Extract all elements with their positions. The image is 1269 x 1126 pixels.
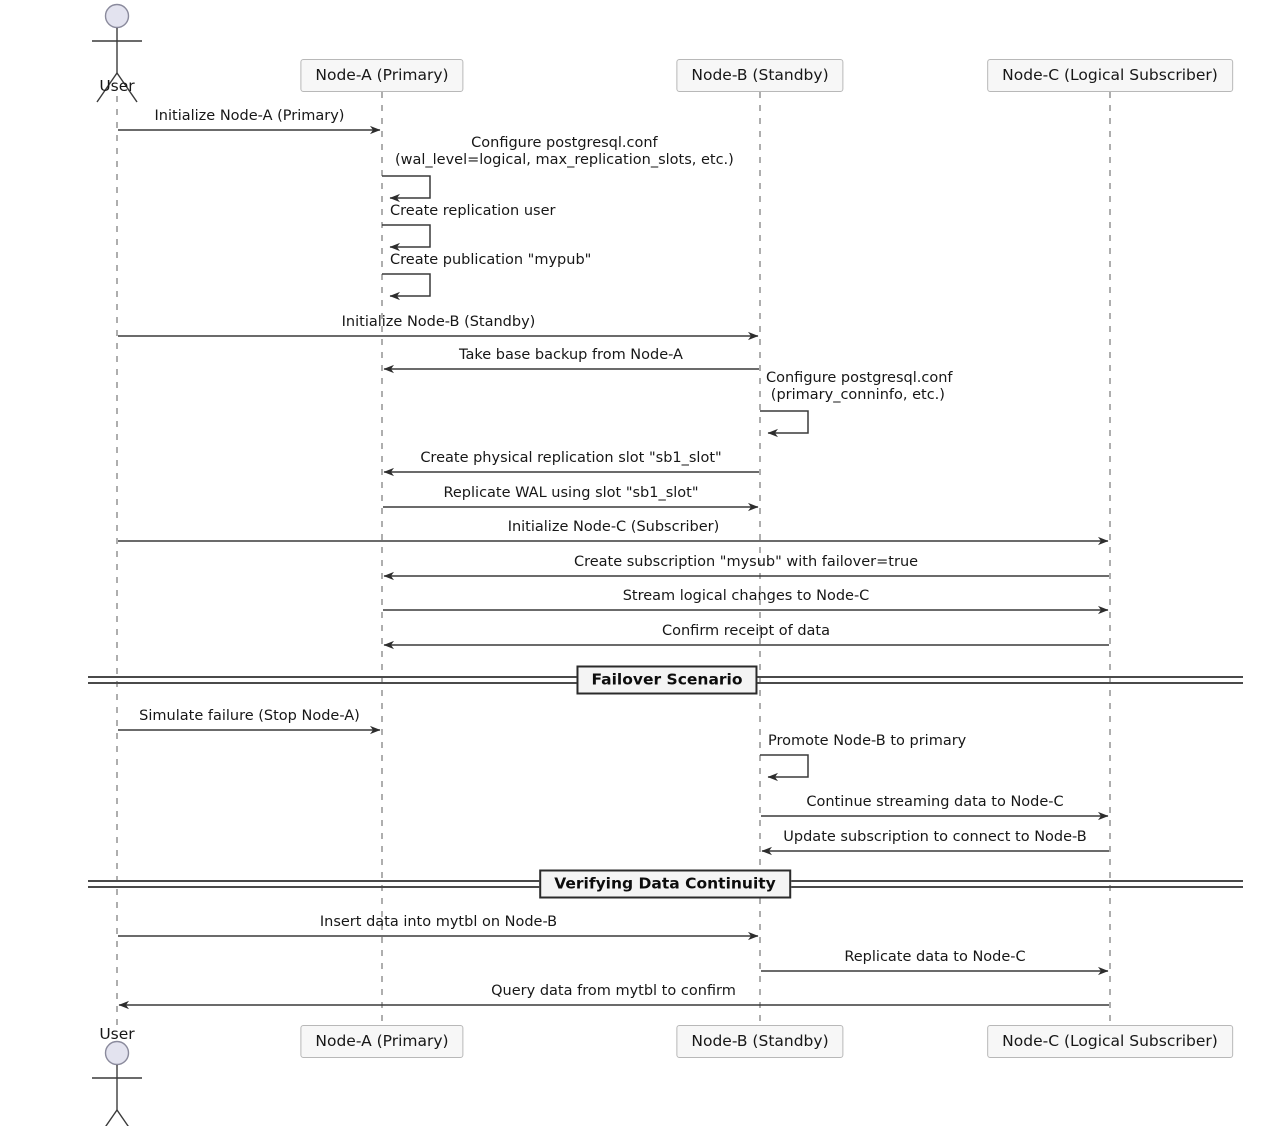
message-label: Create replication user [390, 203, 556, 219]
message-label: Take base backup from Node-A [459, 347, 683, 363]
self-message-arrow [760, 410, 809, 438]
message-label: Confirm receipt of data [662, 623, 830, 639]
message-label-line2: (wal_level=logical, max_replication_slot… [394, 152, 734, 168]
message-label-line1: Configure postgresql.conf [471, 135, 658, 151]
self-message-arrow [382, 175, 431, 203]
message-label: Continue streaming data to Node-C [806, 794, 1064, 810]
message-label: Create publication "mypub" [390, 252, 592, 268]
message-label: Replicate data to Node-C [844, 949, 1026, 965]
message-label: Insert data into mytbl on Node-B [319, 914, 558, 930]
actor-figures-group [92, 3, 142, 1126]
actor-label-user-top[interactable]: User [99, 77, 135, 95]
participant-box-nodeb-bottom[interactable]: Node-B (Standby) [676, 1025, 844, 1058]
actor-figure [92, 1040, 142, 1126]
message-label: Stream logical changes to Node-C [622, 588, 870, 604]
message-label: Configure postgresql.conf(wal_level=logi… [388, 135, 741, 169]
self-message-arrow [382, 273, 431, 301]
actor-label-user-bottom[interactable]: User [99, 1025, 135, 1043]
message-label-line1: Configure postgresql.conf [766, 370, 953, 386]
message-label-line2: (primary_conninfo, etc.) [770, 387, 945, 403]
participant-box-nodea-top[interactable]: Node-A (Primary) [300, 59, 464, 92]
message-label: Configure postgresql.conf(primary_connin… [766, 370, 953, 404]
message-label: Create physical replication slot "sb1_sl… [420, 450, 722, 466]
participant-box-nodeb-top[interactable]: Node-B (Standby) [676, 59, 844, 92]
participant-box-nodec-bottom[interactable]: Node-C (Logical Subscriber) [987, 1025, 1233, 1058]
lifelines-group [116, 92, 1111, 1032]
message-label: Update subscription to connect to Node-B [783, 829, 1087, 845]
participant-box-nodea-bottom[interactable]: Node-A (Primary) [300, 1025, 464, 1058]
message-label: Replicate WAL using slot "sb1_slot" [443, 485, 699, 501]
message-label: Simulate failure (Stop Node-A) [139, 708, 360, 724]
message-label: Initialize Node-C (Subscriber) [507, 519, 720, 535]
participant-box-nodec-top[interactable]: Node-C (Logical Subscriber) [987, 59, 1233, 92]
message-label: Create subscription "mysub" with failove… [573, 554, 919, 570]
divider-label: Failover Scenario [576, 665, 758, 695]
messages-group [118, 125, 1109, 1010]
message-label: Query data from mytbl to confirm [491, 983, 736, 999]
divider-label: Verifying Data Continuity [539, 869, 791, 899]
message-label: Initialize Node-B (Standby) [341, 314, 536, 330]
actor-figure [92, 3, 142, 103]
message-label: Promote Node-B to primary [768, 733, 967, 749]
self-message-arrow [760, 754, 809, 782]
self-message-arrow [382, 224, 431, 252]
message-label: Initialize Node-A (Primary) [154, 108, 345, 124]
